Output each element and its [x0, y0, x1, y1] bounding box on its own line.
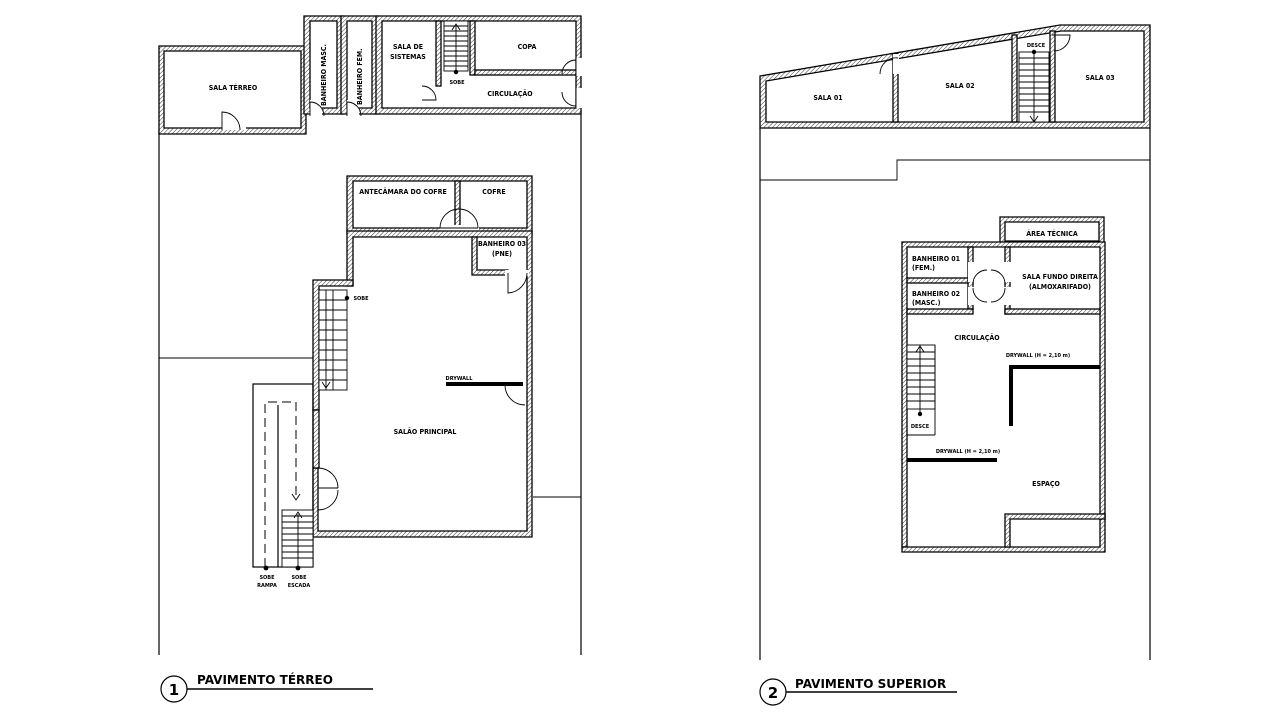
- drywall-bottom-label: DRYWALL (H = 2,10 m): [936, 449, 1000, 455]
- upper-main-stair: [906, 344, 936, 436]
- annotation-desce-stair: DESCE: [911, 424, 930, 430]
- upper-main-building: [901, 216, 1106, 553]
- annotation-sobe-rampa-line2: RAMPA: [257, 583, 277, 589]
- room-espaco: ESPAÇO: [1032, 480, 1060, 488]
- room-sala-terreo: SALA TÉRREO: [209, 83, 258, 92]
- ground-top-stair: [443, 20, 469, 75]
- room-sala-sistemas-line1: SALA DE: [393, 43, 423, 51]
- upper-floor-plan: DESCE SALA 01 SALA 02 SALA 03 ÁREA TÉCNI…: [759, 24, 1151, 706]
- room-sala-01: SALA 01: [813, 94, 842, 102]
- annotation-sobe-escada-line1: SOBE: [291, 575, 307, 581]
- room-banheiro-03-line2: (PNE): [492, 250, 512, 258]
- room-sala-fundo-line2: (ALMOXARIFADO): [1029, 283, 1091, 291]
- ground-room-labels: SALA TÉRREO BANHEIRO MASC. BANHEIRO FEM.…: [209, 43, 537, 589]
- room-salao-principal: SALÃO PRINCIPAL: [394, 427, 457, 436]
- ground-main-building: [312, 175, 533, 538]
- upper-top-strip: [759, 24, 1151, 129]
- annotation-sobe-rampa-line1: SOBE: [259, 575, 275, 581]
- ground-floor-title: PAVIMENTO TÉRREO: [197, 672, 333, 687]
- ground-floor-plan: SALA TÉRREO BANHEIRO MASC. BANHEIRO FEM.…: [158, 15, 582, 703]
- room-sala-fundo-line1: SALA FUNDO DIREITA: [1022, 273, 1098, 281]
- ground-lot-boundary: [158, 110, 582, 655]
- room-cofre: COFRE: [482, 188, 505, 196]
- upper-floor-number: 2: [768, 684, 778, 702]
- annotation-desce-top: DESCE: [1027, 43, 1046, 49]
- room-sala-sistemas-line2: SISTEMAS: [390, 53, 426, 61]
- room-antecamara: ANTECÂMARA DO COFRE: [359, 187, 447, 196]
- annotation-sobe-stair: SOBE: [353, 296, 369, 302]
- ground-main-stair: [318, 289, 350, 391]
- annotation-sobe-top: SOBE: [449, 80, 465, 86]
- room-banheiro-02-line1: BANHEIRO 02: [912, 290, 960, 298]
- room-banheiro-01-line1: BANHEIRO 01: [912, 255, 960, 263]
- room-sala-02: SALA 02: [945, 82, 974, 90]
- ground-floor-number: 1: [169, 681, 179, 699]
- room-circulacao: CIRCULAÇÃO: [487, 89, 533, 98]
- room-area-tecnica: ÁREA TÉCNICA: [1026, 229, 1078, 238]
- room-banheiro-02-line2: (MASC.): [912, 299, 941, 307]
- room-circulacao-upper: CIRCULAÇÃO: [954, 333, 1000, 342]
- room-sala-03: SALA 03: [1085, 74, 1114, 82]
- upper-room-labels: DESCE SALA 01 SALA 02 SALA 03 ÁREA TÉCNI…: [813, 43, 1114, 488]
- upper-top-stair: [1018, 49, 1050, 123]
- upper-floor-title: PAVIMENTO SUPERIOR: [795, 677, 946, 691]
- annotation-sobe-escada-line2: ESCADA: [288, 583, 311, 589]
- drywall-label: DRYWALL: [446, 376, 474, 382]
- upper-floor-title-block: 2 PAVIMENTO SUPERIOR: [759, 677, 957, 706]
- room-banheiro-01-line2: (FEM.): [912, 264, 935, 272]
- room-banheiro-fem: BANHEIRO FEM.: [356, 48, 364, 105]
- room-banheiro-masc: BANHEIRO MASC.: [320, 44, 328, 106]
- ground-top-strip: [158, 15, 582, 135]
- drywall-top-label: DRYWALL (H = 2,10 m): [1006, 353, 1070, 359]
- ground-ramp: [252, 383, 314, 571]
- ground-floor-title-block: 1 PAVIMENTO TÉRREO: [160, 672, 373, 703]
- room-banheiro-03-line1: BANHEIRO 03: [478, 240, 526, 248]
- room-copa: COPA: [518, 43, 537, 51]
- upper-lot-boundary: [759, 128, 1151, 660]
